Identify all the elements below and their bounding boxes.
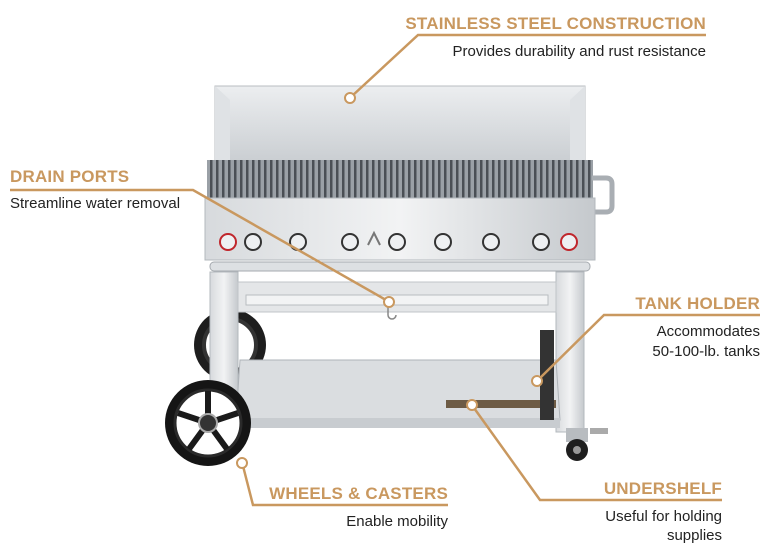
tank-desc-2: 50-100-lb. tanks <box>652 343 760 360</box>
callout-lines <box>10 33 760 507</box>
drain-title: DRAIN PORTS <box>10 167 130 186</box>
callout-line-stainless <box>351 33 706 97</box>
cooking-grate <box>207 160 593 200</box>
undershelf-desc-2: supplies <box>666 527 722 544</box>
tank-desc-1: Accommodates <box>656 323 760 340</box>
drain-chain <box>387 303 397 320</box>
front-wheel <box>165 380 251 466</box>
callout-line-tank <box>539 313 760 379</box>
wheels-desc: Enable mobility <box>346 513 448 530</box>
stainless-title: STAINLESS STEEL CONSTRUCTION <box>405 14 706 33</box>
control-knobs <box>219 233 578 251</box>
caster <box>566 428 608 461</box>
side-handle <box>592 175 615 215</box>
undershelf <box>235 359 561 421</box>
callout-line-wheels <box>241 465 448 507</box>
wheels-title: WHEELS & CASTERS <box>269 484 448 503</box>
right-leg <box>555 271 585 433</box>
wind-guard <box>214 85 586 165</box>
callout-line-undershelf <box>472 407 722 502</box>
undershelf-title: UNDERSHELF <box>603 479 722 498</box>
drain-desc: Streamline water removal <box>10 195 181 212</box>
stainless-desc: Provides durability and rust resistance <box>452 43 706 60</box>
tank-bracket <box>446 400 556 408</box>
callout-line-drain <box>10 188 387 302</box>
callout-markers <box>236 92 543 469</box>
undershelf-desc-1: Useful for holding <box>605 508 722 525</box>
tank-title: TANK HOLDER <box>635 294 760 313</box>
